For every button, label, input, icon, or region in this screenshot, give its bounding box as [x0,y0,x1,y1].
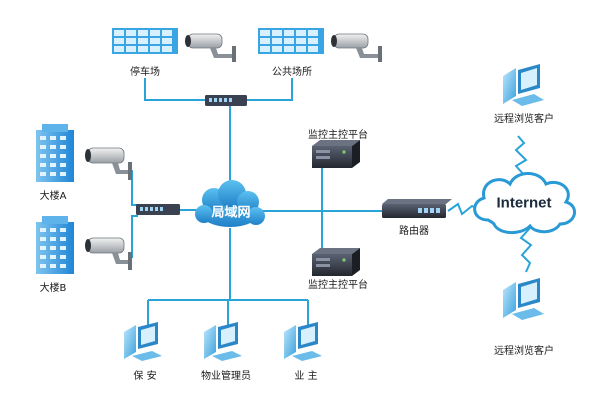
parking-display-wall [112,28,178,54]
label-owner: 业 主 [294,371,318,382]
line-parking-to-top-switch [144,78,210,101]
public-camera-icon [331,33,382,62]
label-internet: Internet [496,194,552,212]
router-icon [382,199,452,218]
label-router: 路由器 [399,226,429,237]
label-lan: 局域网 [211,205,251,221]
label-public-area: 公共场所 [272,67,312,78]
label-security: 保 安 [133,371,157,382]
monitor-server-bottom-icon [312,248,360,276]
line-building-a-to-left-switch [131,170,138,206]
parking-camera-icon [185,33,236,62]
remote-client-top-icon [503,64,544,106]
building-b-icon [36,216,74,274]
connection-lines [131,78,382,325]
building-a-icon [36,124,74,182]
lan-cloud-icon [195,180,265,227]
building-a-camera-icon [85,147,132,180]
label-building-a: 大楼A [39,191,67,202]
label-building-b: 大楼B [39,283,67,294]
label-parking: 停车场 [130,67,160,78]
line-public-to-top-switch [240,78,293,101]
left-switch-icon [136,204,180,215]
property-client-icon [204,322,242,361]
public-display-wall [258,28,324,54]
security-client-icon [124,322,162,361]
label-remote-top: 远程浏览客户 [494,114,554,125]
link-internet-remote-bottom [519,227,533,273]
top-switch-icon [205,95,247,106]
monitor-server-top-icon [312,140,360,168]
label-remote-bottom: 远程浏览客户 [494,346,554,357]
owner-client-icon [284,322,322,361]
internet-cloud-icon [473,172,576,234]
label-monitor-bottom: 监控主控平台 [308,280,368,291]
link-internet-remote-top [514,135,528,177]
label-monitor-top: 监控主控平台 [308,130,368,141]
line-building-b-to-left-switch [131,215,138,258]
building-b-camera-icon [85,237,132,270]
label-property: 物业管理员 [201,371,251,382]
remote-client-bottom-icon [503,278,544,320]
